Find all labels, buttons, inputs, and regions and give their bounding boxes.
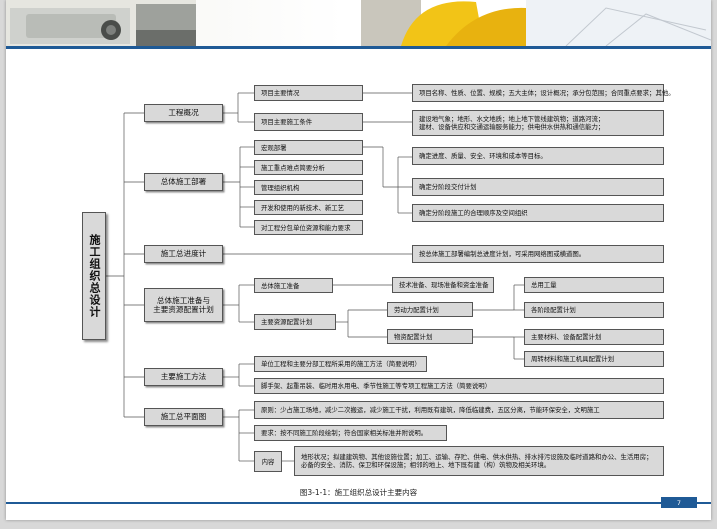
node-labor-plan: 劳动力配置计划 <box>387 302 473 317</box>
node-label: 主要资源配置计划 <box>261 318 313 326</box>
root-label: 施工组织总设计 <box>88 234 101 318</box>
detail-turnover-materials: 周转材料和施工机具配置计划 <box>524 351 664 367</box>
node-subcontractor-requirements: 对工程分包单位资源和能力要求 <box>254 220 363 235</box>
detail-text: 周转材料和施工机具配置计划 <box>531 355 615 363</box>
detail-text: 主要材料、设备配置计划 <box>531 333 602 341</box>
header-photo-collage <box>6 0 711 46</box>
document-page: 施工组织总设计 工程概况 总体施工部署 施工总进度计 总体施工准备与 主要资源配… <box>6 0 711 520</box>
node-label-line2: 主要资源配置计划 <box>153 305 214 314</box>
figure-caption: 图3-1-1：施工组织总设计主要内容 <box>299 488 418 497</box>
node-construction-methods: 主要施工方法 <box>144 368 223 386</box>
node-label: 脚手架、起重吊装、临时用水用电、季节性施工等专项工程施工方法（简要说明） <box>261 382 492 390</box>
node-preparation-resources: 总体施工准备与 主要资源配置计划 <box>144 288 223 322</box>
node-label: 项目主要施工条件 <box>261 118 313 126</box>
detail-line: 建材、设备供应和交通运输服务能力；供电供水供热和通信能力； <box>419 123 605 131</box>
detail-text: 总用工量 <box>531 281 557 289</box>
footer-rule <box>6 502 711 504</box>
node-project-conditions: 项目主要施工条件 <box>254 113 363 131</box>
node-label: 对工程分包单位资源和能力要求 <box>261 223 351 232</box>
connector-lines <box>106 92 524 462</box>
node-label: 劳动力配置计划 <box>394 305 439 314</box>
node-overall-deployment: 总体施工部署 <box>144 173 223 191</box>
detail-line: 必备的安全、消防、保卫和环保设施；相邻的地上、地下既有建（构）筑物及相关环境。 <box>301 461 551 469</box>
node-material-plan: 物资配置计划 <box>387 329 473 344</box>
detail-preparation: 技术准备、现场准备和资金准备 <box>392 277 494 293</box>
node-site-principles: 原则：少占施工场地，减少二次搬运，减少施工干扰，利用既有建筑，降低临建费，五区分… <box>254 401 664 419</box>
node-site-plan: 施工总平面图 <box>144 408 223 426</box>
node-label: 项目主要情况 <box>261 89 300 97</box>
detail-phased-delivery: 确定分阶段交付计划 <box>412 178 664 196</box>
detail-text: 技术准备、现场准备和资金准备 <box>399 281 489 289</box>
detail-phased-sequence: 确定分阶段施工的合理顺序及空间组织 <box>412 204 664 222</box>
detail-text: 确定进度、质量、安全、环境和成本等目标。 <box>419 152 547 160</box>
detail-site-content: 地形状况；拟建建筑物、其他设施位置；加工、运输、存贮、供电、供水供热、排水排污设… <box>294 446 664 476</box>
node-label-line1: 总体施工准备与 <box>156 295 211 305</box>
node-master-schedule: 施工总进度计 <box>144 245 223 263</box>
detail-total-labor: 总用工量 <box>524 277 664 293</box>
detail-text: 确定分阶段施工的合理顺序及空间组织 <box>419 209 528 217</box>
node-new-technology: 开发和使用的新技术、新工艺 <box>254 200 363 215</box>
node-site-requirements: 要求：按不同施工阶段绘制；符合国家相关标准并附说明。 <box>254 425 447 441</box>
node-label: 施工重点难点简要分析 <box>261 163 325 172</box>
node-label: 物资配置计划 <box>394 332 433 341</box>
detail-targets: 确定进度、质量、安全、环境和成本等目标。 <box>412 147 664 165</box>
node-label: 单位工程和主要分部工程所采用的施工方法（简要说明） <box>261 360 421 368</box>
node-key-difficulties: 施工重点难点简要分析 <box>254 160 363 175</box>
page-number: 7 <box>661 497 697 508</box>
detail-project-info: 项目名称、性质、位置、规模；五大主体；设计概况；承分包范围；合同重点要求；其他。 <box>412 84 675 102</box>
node-label: 原则：少占施工场地，减少二次搬运，减少施工干扰，利用既有建筑，降低临建费，五区分… <box>261 406 600 414</box>
header-banner <box>6 0 711 46</box>
node-label: 总体施工准备 <box>261 281 300 290</box>
node-macro-deployment: 宏观部署 <box>254 140 363 155</box>
node-label: 内容 <box>261 457 275 466</box>
node-management-org: 管理组织机构 <box>254 180 363 195</box>
detail-project-conditions: 建设地气象；地形、水文地质；地上地下管线建筑物；道路河流； 建材、设备供应和交通… <box>412 110 664 136</box>
detail-text: 按总体施工部署编制总进度计划，可采用网络图或横道图。 <box>419 250 586 258</box>
node-label: 施工总进度计 <box>160 249 207 259</box>
detail-line: 建设地气象；地形、水文地质；地上地下管线建筑物；道路河流； <box>419 115 605 123</box>
detail-phase-labor: 各阶段配置计划 <box>524 302 664 318</box>
node-resource-plan: 主要资源配置计划 <box>254 314 336 330</box>
detail-text: 项目名称、性质、位置、规模；五大主体；设计概况；承分包范围；合同重点要求；其他。 <box>419 89 675 97</box>
detail-text: 确定分阶段交付计划 <box>419 183 477 191</box>
node-project-overview: 工程概况 <box>144 104 223 122</box>
node-unit-methods: 单位工程和主要分部工程所采用的施工方法（简要说明） <box>254 356 427 372</box>
node-label: 总体施工部署 <box>160 177 207 187</box>
node-label: 主要施工方法 <box>160 372 207 382</box>
detail-text: 各阶段配置计划 <box>531 306 576 314</box>
node-label: 宏观部署 <box>261 143 287 152</box>
node-label: 开发和使用的新技术、新工艺 <box>261 203 345 212</box>
node-label: 施工总平面图 <box>160 412 207 422</box>
detail-line: 地形状况；拟建建筑物、其他设施位置；加工、运输、存贮、供电、供水供热、排水排污设… <box>301 453 653 461</box>
header-rule <box>6 46 711 49</box>
node-overall-preparation: 总体施工准备 <box>254 278 333 293</box>
node-site-content: 内容 <box>254 451 282 472</box>
node-project-main-info: 项目主要情况 <box>254 85 363 101</box>
detail-master-schedule: 按总体施工部署编制总进度计划，可采用网络图或横道图。 <box>412 245 664 263</box>
node-special-methods: 脚手架、起重吊装、临时用水用电、季节性施工等专项工程施工方法（简要说明） <box>254 378 664 394</box>
detail-main-materials: 主要材料、设备配置计划 <box>524 329 664 345</box>
node-label: 要求：按不同施工阶段绘制；符合国家相关标准并附说明。 <box>261 429 428 437</box>
node-label: 管理组织机构 <box>261 183 300 192</box>
node-label: 工程概况 <box>168 108 199 118</box>
root-node: 施工组织总设计 <box>82 212 106 340</box>
